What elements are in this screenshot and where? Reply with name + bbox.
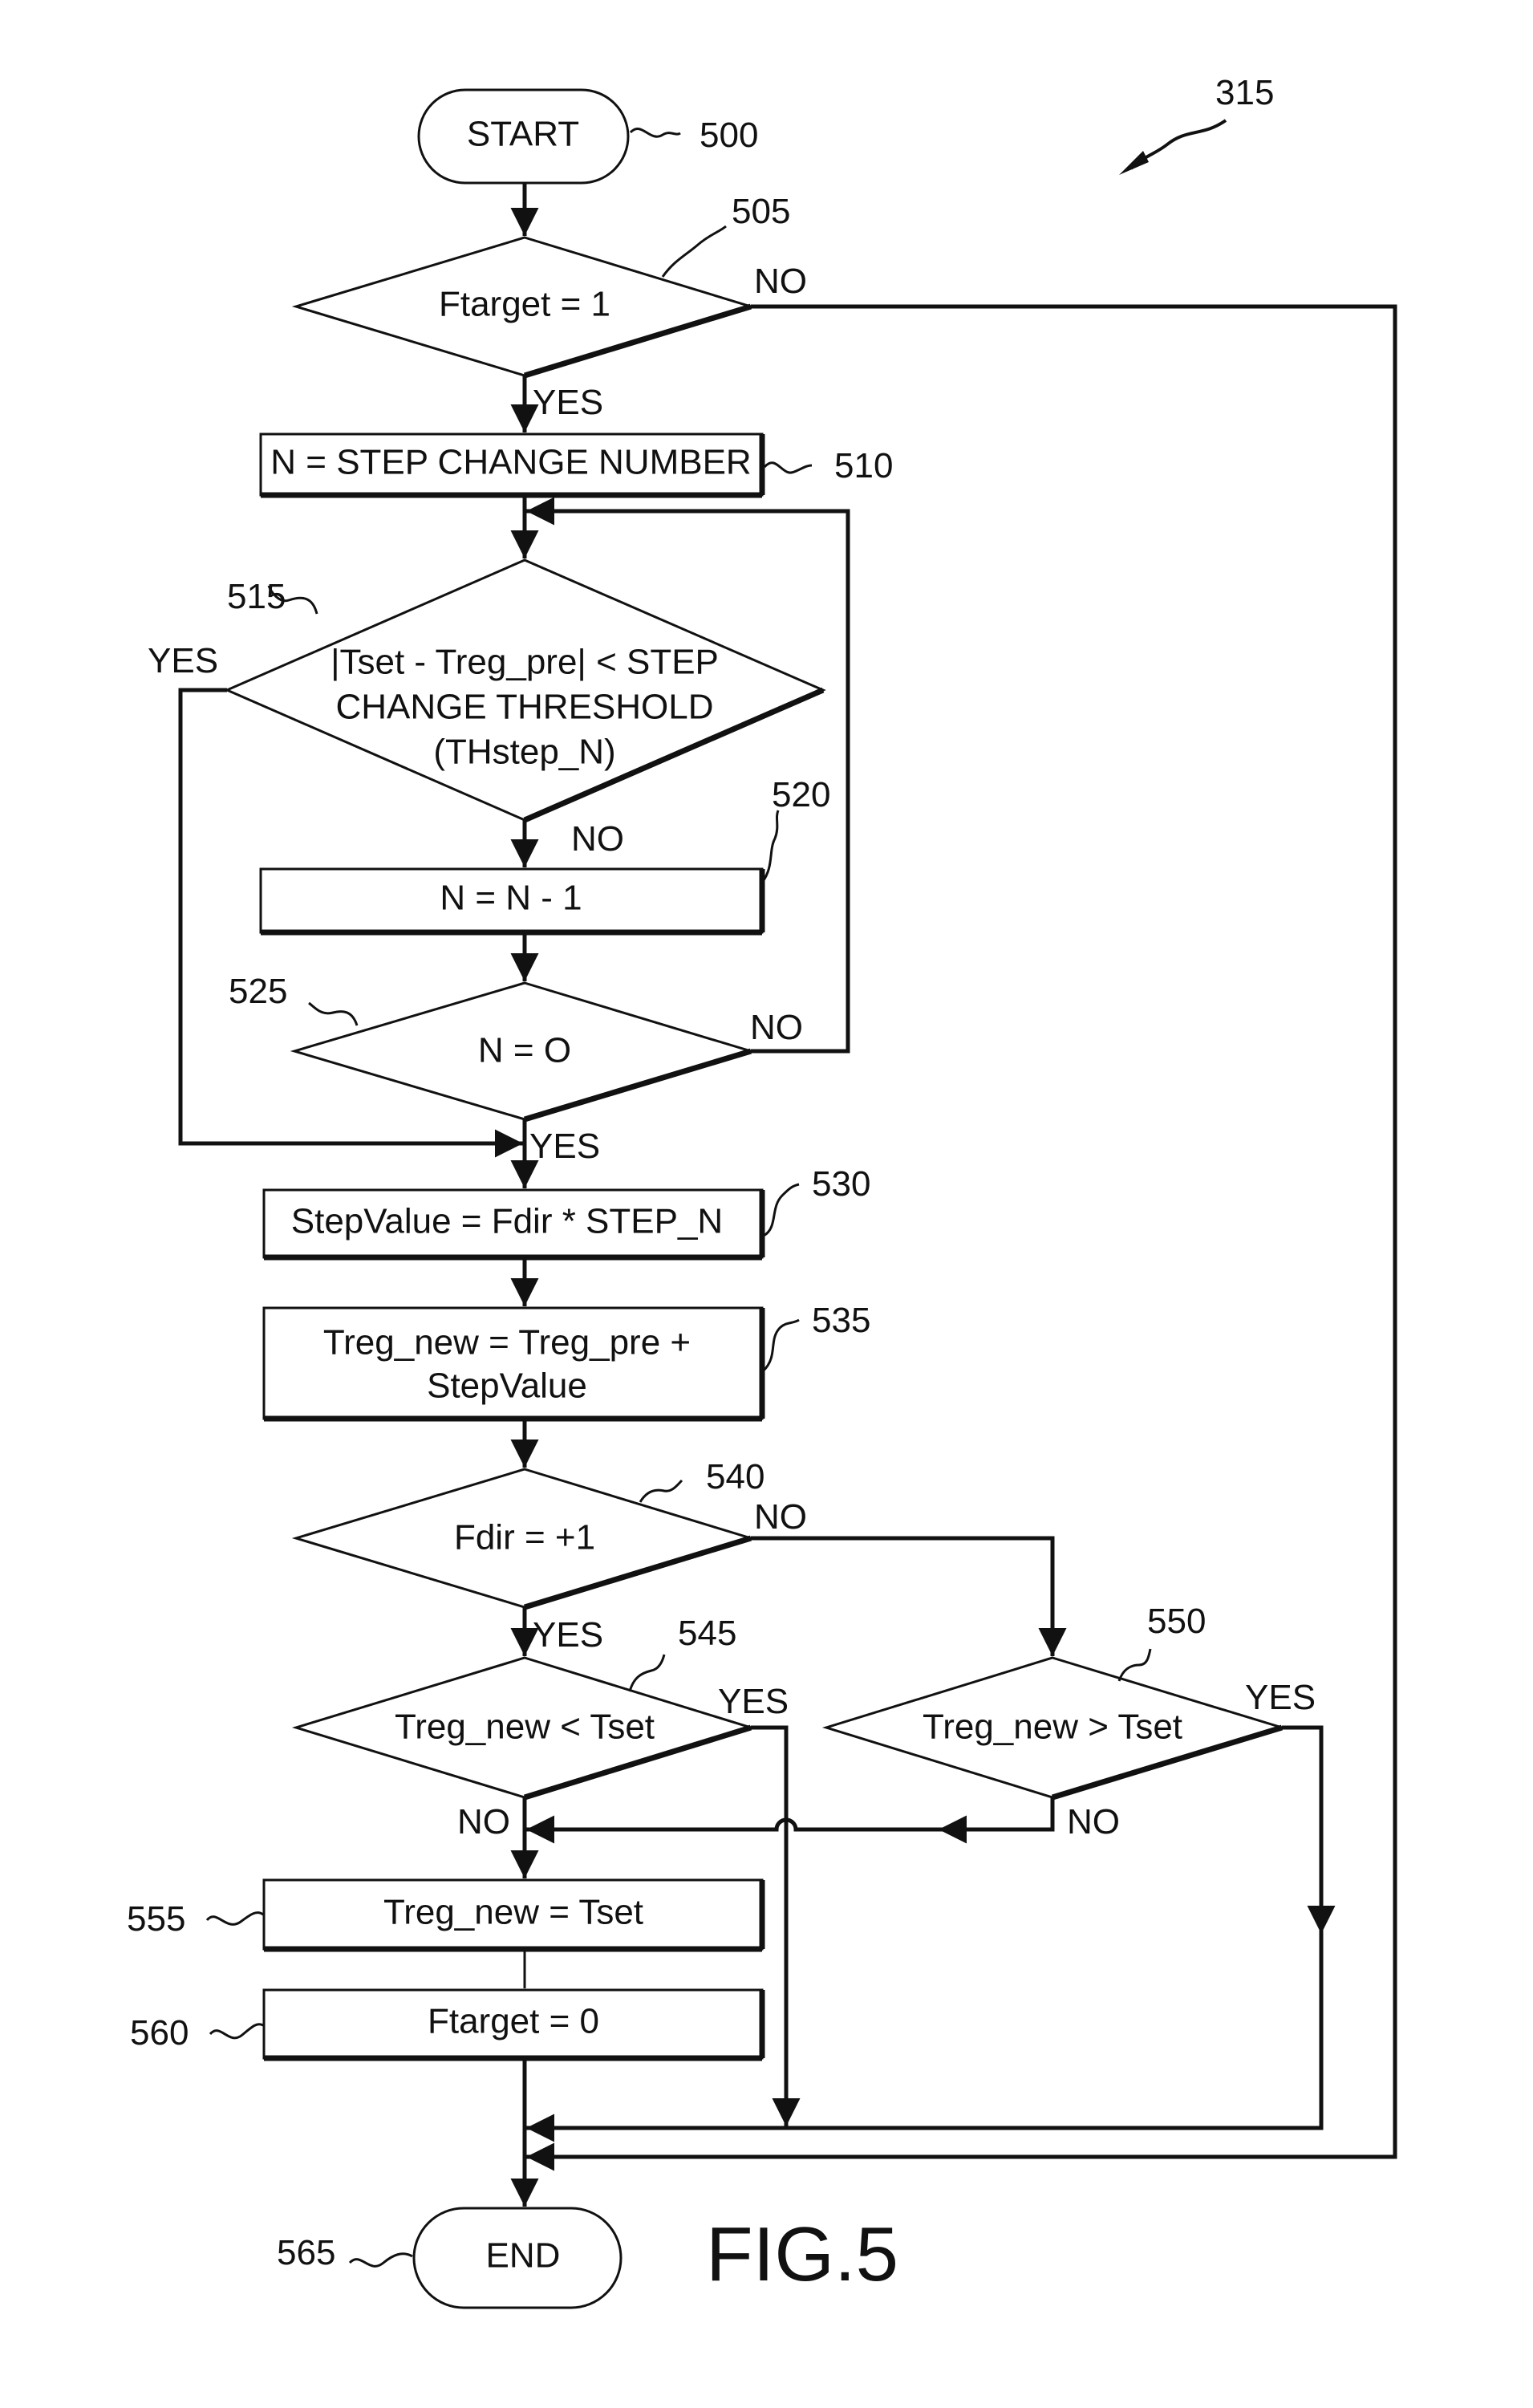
start-ref: 500 bbox=[700, 116, 758, 155]
decision-545-text: Treg_new < Tset bbox=[395, 1708, 655, 1747]
process-535-text-line1: Treg_new = Treg_pre + bbox=[323, 1323, 691, 1362]
process-530-ref: 530 bbox=[812, 1164, 870, 1204]
process-555: Treg_new = Tset bbox=[264, 1880, 762, 1949]
process-560: Ftarget = 0 bbox=[264, 1990, 762, 2058]
decision-515: |Tset - Treg_pre| < STEP CHANGE THRESHOL… bbox=[227, 560, 823, 820]
decision-545-leader bbox=[630, 1655, 664, 1691]
decision-550-ref: 550 bbox=[1147, 1602, 1206, 1641]
start-label: START bbox=[467, 115, 579, 154]
decision-515-no-label: NO bbox=[571, 819, 624, 859]
decision-550-leader bbox=[1119, 1649, 1150, 1681]
decision-525-yes-label: YES bbox=[529, 1127, 600, 1166]
decision-505-text: Ftarget = 1 bbox=[439, 285, 610, 324]
decision-525-ref: 525 bbox=[229, 972, 287, 1011]
decision-515-text-line3: (THstep_N) bbox=[433, 733, 615, 772]
decision-515-text-line2: CHANGE THRESHOLD bbox=[335, 688, 713, 727]
process-560-leader bbox=[210, 2024, 263, 2038]
decision-540-leader bbox=[640, 1480, 682, 1502]
figure-reference-arrowhead-icon bbox=[1119, 151, 1149, 175]
decision-525-no-label: NO bbox=[750, 1008, 803, 1047]
decision-540-ref: 540 bbox=[706, 1457, 764, 1496]
figure-title: FIG.5 bbox=[706, 2211, 898, 2297]
process-510-ref: 510 bbox=[834, 446, 893, 485]
decision-505-leader bbox=[663, 226, 726, 277]
end-label: END bbox=[486, 2236, 561, 2276]
decision-525: N = O bbox=[294, 983, 751, 1119]
process-510: N = STEP CHANGE NUMBER bbox=[261, 434, 762, 495]
decision-550-text: Treg_new > Tset bbox=[923, 1708, 1182, 1747]
process-555-text: Treg_new = Tset bbox=[383, 1893, 643, 1932]
process-530-text: StepValue = Fdir * STEP_N bbox=[291, 1202, 723, 1241]
decision-525-leader bbox=[309, 1003, 357, 1025]
process-535-text-line2: StepValue bbox=[427, 1366, 587, 1406]
start-terminal: START bbox=[419, 90, 628, 183]
end-ref: 565 bbox=[277, 2233, 335, 2272]
decision-515-yes-label: YES bbox=[148, 641, 218, 680]
decision-545-ref: 545 bbox=[678, 1614, 736, 1653]
decision-505-yes-label: YES bbox=[533, 383, 603, 422]
end-terminal: END bbox=[414, 2208, 621, 2308]
process-530-leader bbox=[764, 1184, 799, 1236]
decision-515-text-line1: |Tset - Treg_pre| < STEP bbox=[331, 643, 719, 682]
process-535-leader bbox=[764, 1320, 799, 1370]
process-520-text: N = N - 1 bbox=[440, 879, 582, 918]
decision-545: Treg_new < Tset bbox=[296, 1658, 751, 1797]
decision-550: Treg_new > Tset bbox=[826, 1658, 1282, 1797]
decision-505: Ftarget = 1 bbox=[296, 238, 751, 376]
process-535: Treg_new = Treg_pre + StepValue bbox=[264, 1308, 762, 1419]
process-530: StepValue = Fdir * STEP_N bbox=[264, 1190, 762, 1257]
decision-540-text: Fdir = +1 bbox=[454, 1518, 595, 1557]
decision-505-ref: 505 bbox=[732, 192, 790, 231]
decision-540-yes-label: YES bbox=[533, 1615, 603, 1655]
edge-540-no-to-550 bbox=[751, 1538, 1052, 1656]
process-535-ref: 535 bbox=[812, 1301, 870, 1340]
decision-545-yes-label: YES bbox=[718, 1682, 789, 1721]
decision-525-text: N = O bbox=[478, 1031, 571, 1070]
start-leader bbox=[631, 128, 680, 136]
decision-550-no-label: NO bbox=[1067, 1802, 1120, 1842]
decision-515-ref: 515 bbox=[227, 577, 286, 616]
decision-505-no-label: NO bbox=[754, 262, 807, 301]
edge-550-no-merge bbox=[526, 1820, 939, 1829]
process-510-leader bbox=[764, 463, 812, 473]
process-560-ref: 560 bbox=[130, 2013, 189, 2053]
edge-550-no bbox=[939, 1797, 1052, 1829]
edge-550-yes-down bbox=[1282, 1728, 1321, 1934]
decision-550-yes-label: YES bbox=[1245, 1678, 1316, 1717]
process-520: N = N - 1 bbox=[261, 869, 762, 932]
decision-545-no-label: NO bbox=[457, 1802, 510, 1842]
end-leader bbox=[350, 2254, 412, 2267]
decision-540: Fdir = +1 bbox=[296, 1469, 751, 1607]
process-560-text: Ftarget = 0 bbox=[428, 2002, 599, 2041]
process-555-ref: 555 bbox=[127, 1899, 185, 1939]
figure-reference: 315 bbox=[1215, 73, 1274, 112]
process-520-ref: 520 bbox=[772, 775, 830, 814]
process-510-text: N = STEP CHANGE NUMBER bbox=[270, 443, 751, 482]
process-555-leader bbox=[207, 1913, 263, 1925]
decision-540-no-label: NO bbox=[754, 1497, 807, 1537]
